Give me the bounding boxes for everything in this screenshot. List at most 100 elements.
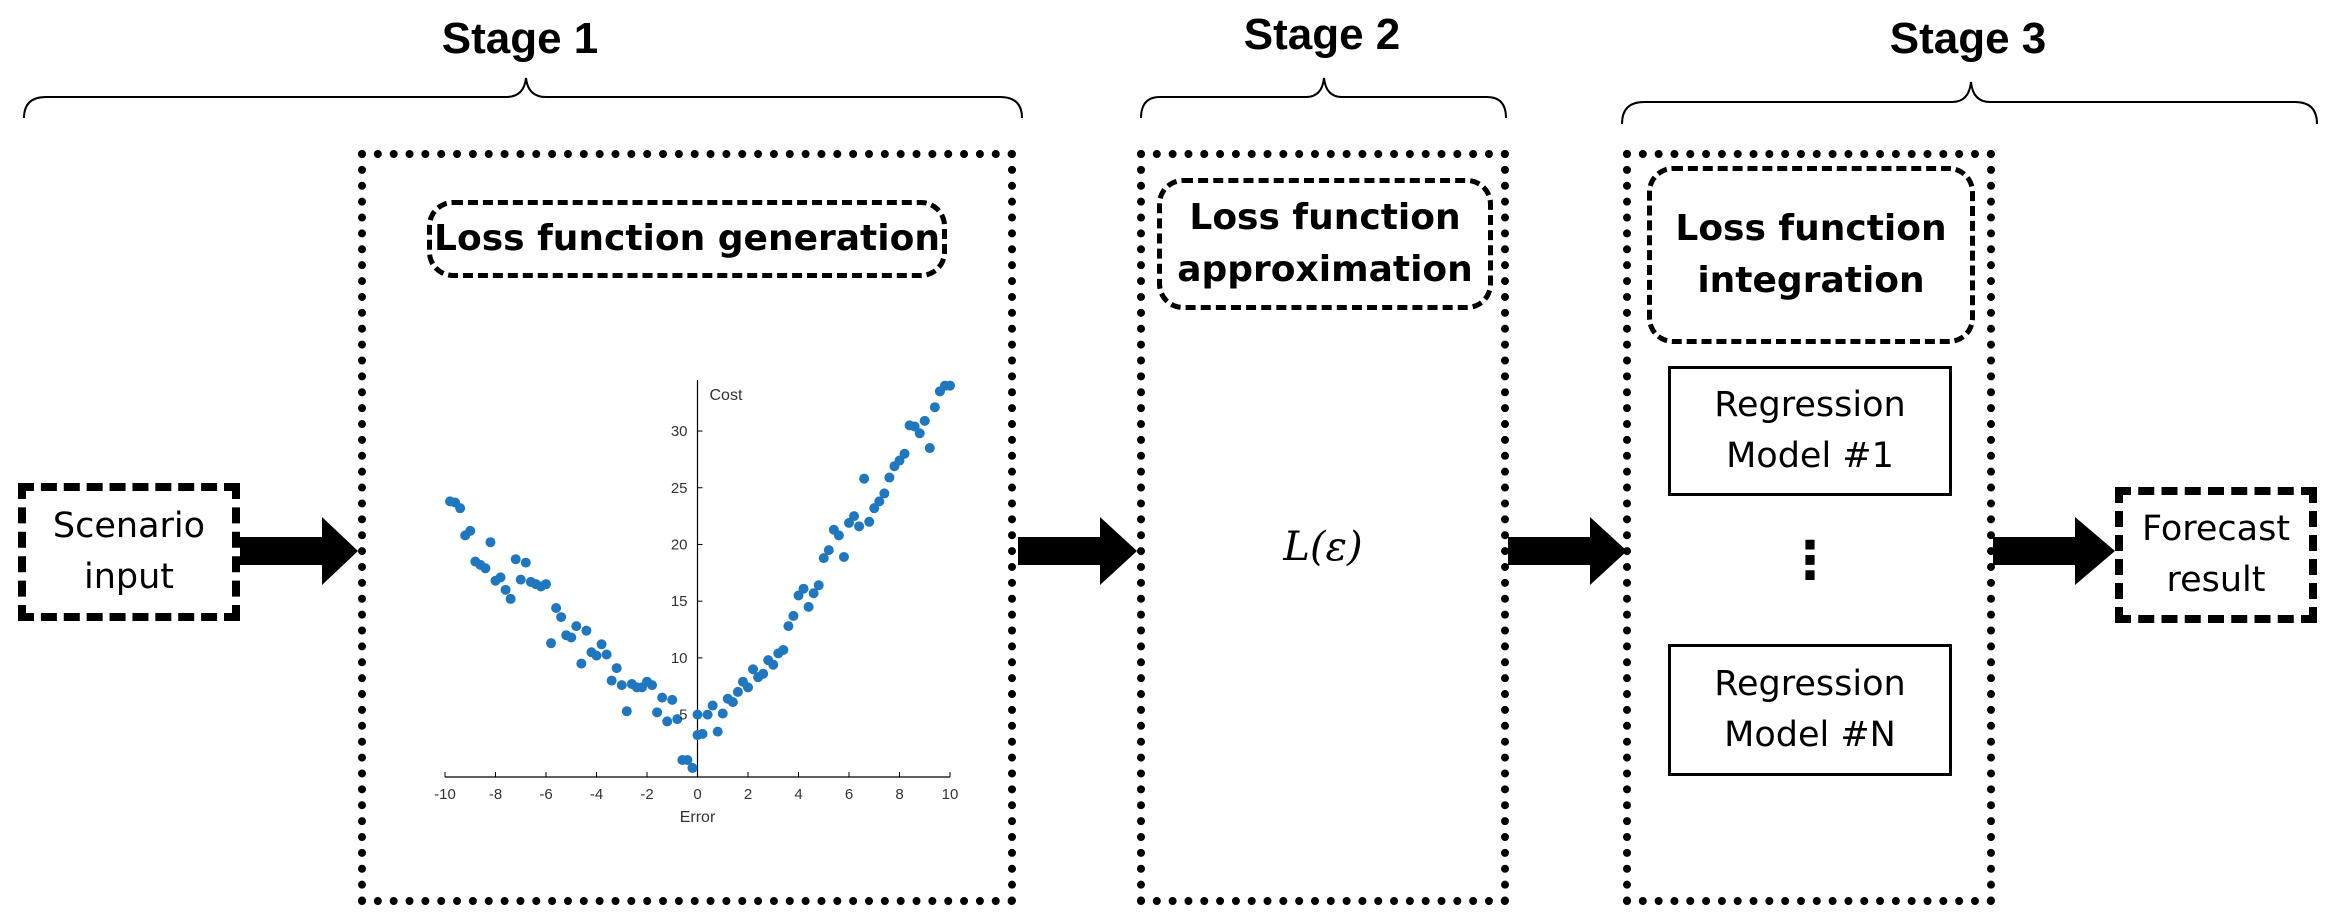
stage3-box xyxy=(1623,150,1995,905)
loss-approximation-label: Loss function approximation xyxy=(1177,196,1473,290)
x-tick-label: 10 xyxy=(942,786,959,803)
loss-integration-label-box: Loss function integration xyxy=(1647,166,1975,344)
scenario-input-box: Scenario input xyxy=(18,483,240,621)
x-tick-label: -4 xyxy=(590,786,603,803)
x-tick-label: 0 xyxy=(693,786,701,803)
data-point xyxy=(833,530,844,541)
y-axis-label: Cost xyxy=(710,387,743,404)
loss-integration-label: Loss function integration xyxy=(1675,207,1947,301)
y-tick-label: 10 xyxy=(671,650,688,667)
regression-model-first-box: Regression Model #1 xyxy=(1668,366,1952,496)
data-point xyxy=(657,692,668,703)
data-point xyxy=(945,380,955,391)
data-point xyxy=(909,421,920,432)
data-point xyxy=(788,610,799,621)
data-point xyxy=(621,706,632,717)
data-point xyxy=(551,602,562,613)
y-tick-label: 25 xyxy=(671,480,688,497)
data-point xyxy=(854,521,865,532)
data-point xyxy=(717,708,728,719)
data-point xyxy=(884,472,895,483)
data-point xyxy=(798,583,809,594)
data-point xyxy=(546,638,557,649)
arrow-input-to-stage1 xyxy=(240,517,358,585)
data-point xyxy=(823,545,834,556)
data-point xyxy=(687,762,698,773)
y-tick-label: 30 xyxy=(671,423,688,440)
data-point xyxy=(783,621,794,632)
data-point xyxy=(874,496,885,507)
data-point xyxy=(682,754,693,765)
data-point xyxy=(495,572,506,583)
data-point xyxy=(667,694,678,705)
y-tick-label: 5 xyxy=(679,707,687,724)
data-point xyxy=(520,557,531,568)
data-point xyxy=(500,584,511,595)
data-point xyxy=(692,709,703,720)
data-point xyxy=(485,537,496,548)
loss-generation-label: Loss function generation xyxy=(434,217,940,259)
data-point xyxy=(743,682,753,693)
data-point xyxy=(899,448,910,459)
data-point xyxy=(611,663,622,674)
data-point xyxy=(803,601,814,612)
data-point xyxy=(859,473,870,484)
data-point xyxy=(515,574,526,585)
data-point xyxy=(571,621,582,632)
stage1-brace xyxy=(23,77,1023,119)
data-point xyxy=(606,675,617,686)
data-point xyxy=(707,700,718,711)
x-tick-label: 8 xyxy=(895,786,903,803)
data-point xyxy=(702,709,713,720)
stage1-title: Stage 1 xyxy=(441,14,599,63)
data-point xyxy=(566,632,577,643)
data-point xyxy=(596,639,607,650)
data-point xyxy=(672,714,683,725)
regression-model-last-label: Regression Model #N xyxy=(1714,664,1906,755)
scenario-input-label: Scenario input xyxy=(52,506,206,597)
data-point xyxy=(768,659,779,670)
data-point xyxy=(581,625,592,636)
data-point xyxy=(616,680,627,691)
data-point xyxy=(808,588,819,599)
regression-model-first-label: Regression Model #1 xyxy=(1714,385,1906,476)
y-tick-label: 20 xyxy=(671,536,688,553)
data-point xyxy=(818,553,829,564)
models-ellipsis: ⋮ xyxy=(1784,531,1836,591)
stage2-box xyxy=(1137,150,1509,905)
regression-model-last-box: Regression Model #N xyxy=(1668,644,1952,776)
arrow-stage2-to-stage3 xyxy=(1508,517,1627,585)
x-axis-label: Error xyxy=(680,809,716,826)
data-point xyxy=(813,580,824,591)
data-point xyxy=(505,593,516,604)
data-point xyxy=(869,503,880,514)
data-point xyxy=(849,511,860,522)
data-point xyxy=(727,697,738,708)
x-tick-label: 6 xyxy=(845,786,853,803)
x-tick-label: -2 xyxy=(640,786,653,803)
stage2-brace xyxy=(1140,77,1507,119)
data-point xyxy=(778,644,789,655)
data-point xyxy=(697,728,708,739)
data-point xyxy=(541,579,551,590)
data-point xyxy=(732,686,743,697)
data-point xyxy=(591,650,602,661)
arrow-stage1-to-stage2 xyxy=(1018,517,1137,585)
data-point xyxy=(894,455,905,466)
data-point xyxy=(838,551,849,562)
stage1-box xyxy=(358,150,1016,905)
data-point xyxy=(601,649,612,660)
data-point xyxy=(844,517,854,528)
x-tick-label: -6 xyxy=(539,786,552,803)
loss-generation-label-box: Loss function generation xyxy=(427,200,947,278)
data-point xyxy=(758,668,769,679)
data-point xyxy=(879,488,890,499)
y-tick-label: 15 xyxy=(671,593,688,610)
data-point xyxy=(924,443,935,454)
data-point xyxy=(929,402,940,413)
data-point xyxy=(793,590,804,601)
loss-approximation-label-box: Loss function approximation xyxy=(1157,178,1493,310)
